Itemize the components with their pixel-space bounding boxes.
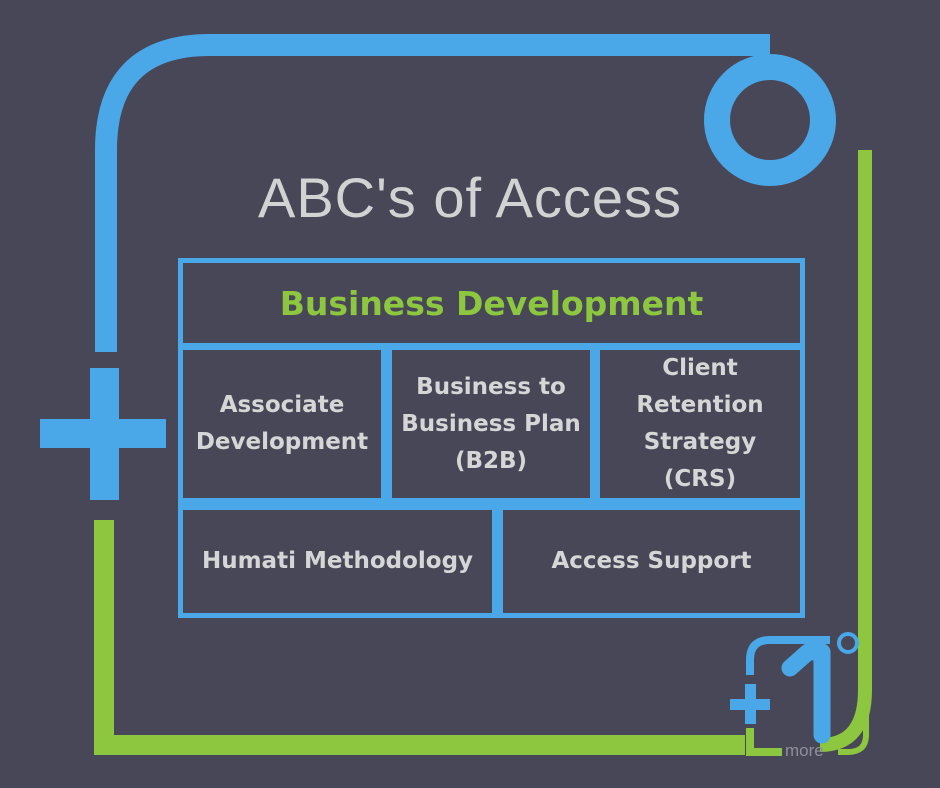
diagram-grid: Business Development Associate Developme… bbox=[178, 258, 805, 618]
blue-frame-line bbox=[95, 34, 770, 352]
page-title: ABC's of Access bbox=[257, 166, 683, 229]
cell-business-development: Business Development bbox=[183, 263, 800, 343]
cell-humati-methodology: Humati Methodology bbox=[183, 510, 492, 613]
cell-b2b-plan: Business to Business Plan (B2B) bbox=[392, 350, 590, 498]
green-frame-line-left bbox=[94, 520, 745, 755]
cell-access-support: Access Support bbox=[503, 510, 800, 613]
logo-more-text: more bbox=[785, 741, 824, 760]
cell-associate-development: Associate Development bbox=[183, 350, 381, 498]
plus-icon bbox=[40, 368, 166, 500]
blue-ring bbox=[704, 54, 836, 186]
plus-one-logo bbox=[730, 632, 869, 756]
cell-client-retention-strategy: Client Retention Strategy (CRS) bbox=[600, 350, 800, 498]
